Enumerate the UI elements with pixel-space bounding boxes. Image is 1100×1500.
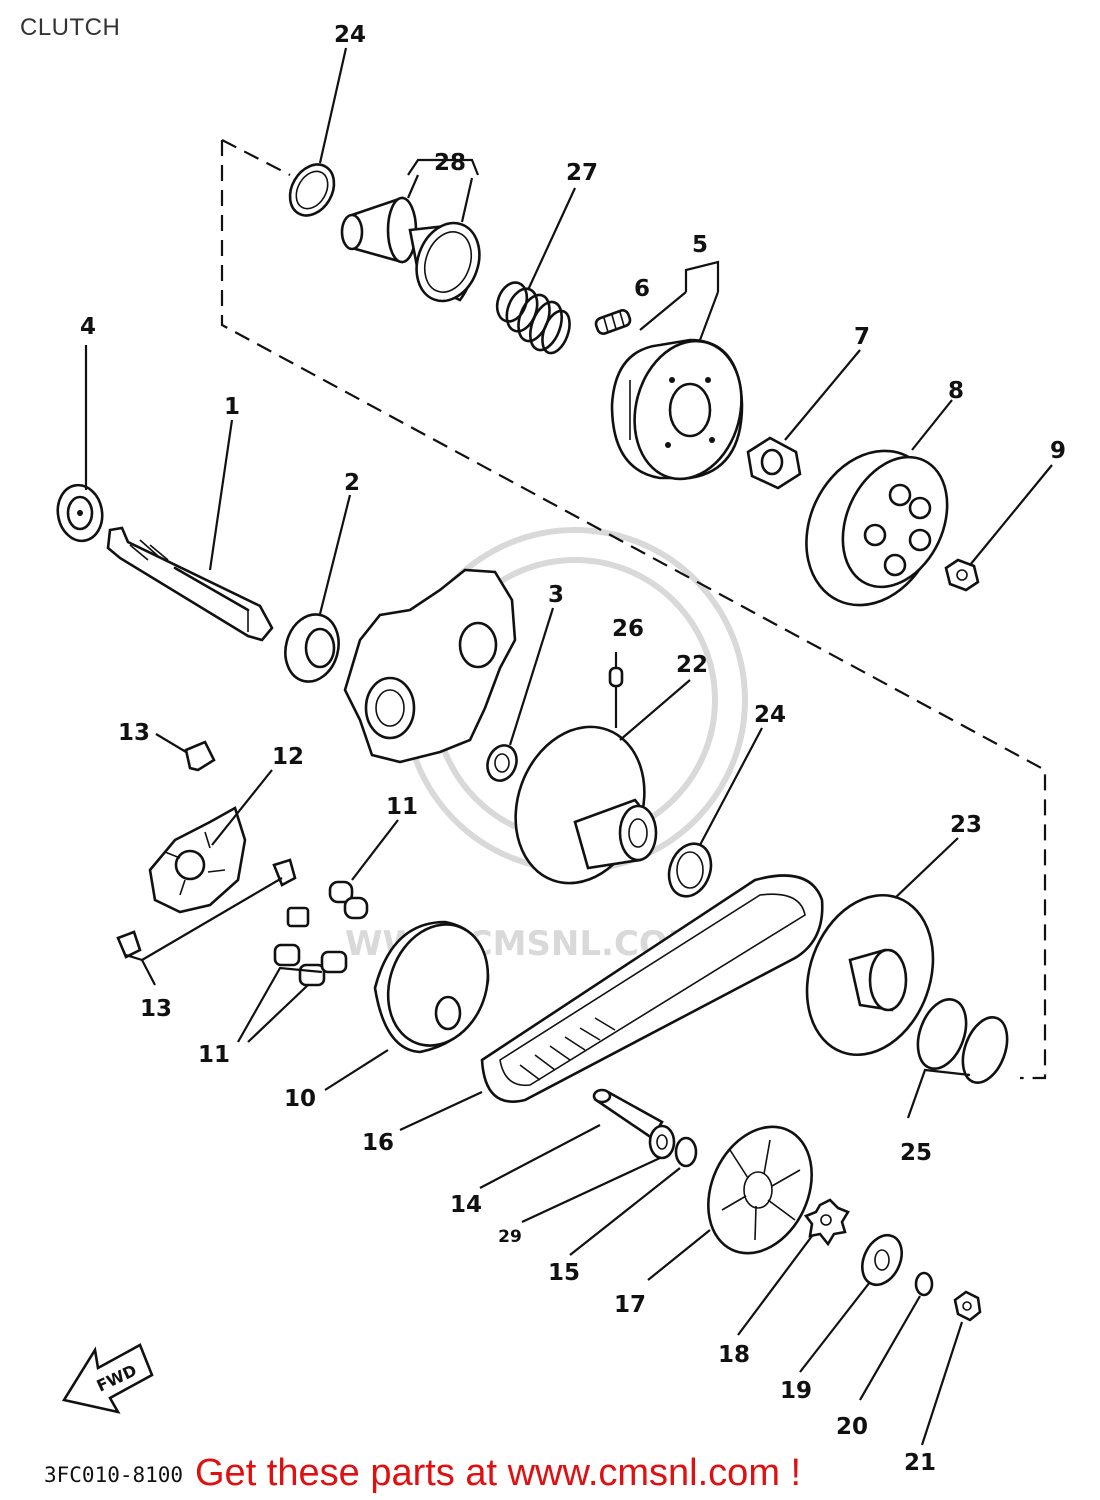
part-21-nut[interactable] bbox=[953, 1290, 982, 1322]
label-part-26[interactable]: 26 bbox=[612, 616, 644, 642]
label-part-23[interactable]: 23 bbox=[950, 812, 982, 838]
label-part-3[interactable]: 3 bbox=[548, 582, 564, 608]
part-20-washer[interactable] bbox=[914, 1271, 934, 1297]
part-11-rollers-upper[interactable] bbox=[286, 880, 369, 928]
label-part-9[interactable]: 9 bbox=[1050, 438, 1066, 464]
part-27-spring[interactable] bbox=[492, 278, 575, 356]
label-part-24-top[interactable]: 24 bbox=[334, 22, 366, 48]
label-part-18[interactable]: 18 bbox=[718, 1342, 750, 1368]
part-6-small-spring[interactable] bbox=[594, 309, 632, 336]
part-24-ring-top[interactable] bbox=[281, 157, 343, 224]
label-part-2[interactable]: 2 bbox=[344, 470, 360, 496]
part-16-v-belt[interactable] bbox=[480, 874, 824, 1103]
diagram-code: 3FC010-8100 bbox=[44, 1463, 184, 1487]
label-part-5[interactable]: 5 bbox=[692, 232, 708, 258]
part-2-bearing[interactable] bbox=[278, 608, 346, 687]
part-28-collars[interactable] bbox=[340, 196, 490, 310]
part-24-ring-lower[interactable] bbox=[662, 838, 718, 902]
label-part-16[interactable]: 16 bbox=[362, 1130, 394, 1156]
label-part-25[interactable]: 25 bbox=[900, 1140, 932, 1166]
transmission-case[interactable] bbox=[343, 568, 517, 764]
part-8-clutch-housing[interactable] bbox=[782, 429, 967, 626]
part-26-pin[interactable] bbox=[608, 666, 624, 688]
label-part-20[interactable]: 20 bbox=[836, 1414, 868, 1440]
part-12-cam-plate[interactable] bbox=[148, 806, 247, 914]
part-13-clip-top[interactable] bbox=[184, 740, 216, 772]
label-part-22[interactable]: 22 bbox=[676, 652, 708, 678]
part-11-rollers-lower[interactable] bbox=[273, 943, 348, 987]
label-part-12[interactable]: 12 bbox=[272, 744, 304, 770]
label-part-11-upper[interactable]: 11 bbox=[386, 794, 418, 820]
part-19-gear[interactable] bbox=[855, 1229, 910, 1291]
part-22-secondary-sheave[interactable] bbox=[494, 709, 665, 902]
part-1-shaft[interactable] bbox=[106, 526, 274, 642]
label-part-1[interactable]: 1 bbox=[224, 394, 240, 420]
label-part-6[interactable]: 6 bbox=[634, 276, 650, 302]
label-part-15[interactable]: 15 bbox=[548, 1260, 580, 1286]
label-part-7[interactable]: 7 bbox=[854, 324, 870, 350]
label-part-28[interactable]: 28 bbox=[434, 150, 466, 176]
label-part-13-lower[interactable]: 13 bbox=[140, 996, 172, 1022]
label-part-21[interactable]: 21 bbox=[904, 1450, 936, 1476]
part-9-nut[interactable] bbox=[944, 558, 980, 592]
part-13-clip-left[interactable] bbox=[116, 930, 142, 959]
label-part-24-lower[interactable]: 24 bbox=[754, 702, 786, 728]
part-7-nut[interactable] bbox=[746, 436, 802, 490]
part-23-secondary-fixed-sheave[interactable] bbox=[786, 877, 955, 1072]
label-part-17[interactable]: 17 bbox=[614, 1292, 646, 1318]
leader-lines bbox=[84, 47, 1053, 1446]
label-part-29[interactable]: 29 bbox=[498, 1227, 522, 1247]
label-part-4[interactable]: 4 bbox=[80, 314, 96, 340]
part-29-washer[interactable] bbox=[648, 1124, 676, 1160]
part-5-clutch-carrier[interactable] bbox=[610, 329, 756, 491]
label-part-13-top[interactable]: 13 bbox=[118, 720, 150, 746]
part-15-ring[interactable] bbox=[674, 1136, 698, 1168]
part-18-starwheel[interactable] bbox=[803, 1198, 850, 1247]
fwd-arrow-icon: FWD bbox=[61, 1343, 154, 1414]
part-3-washer[interactable] bbox=[483, 741, 522, 784]
label-part-10[interactable]: 10 bbox=[284, 1086, 316, 1112]
page-title: CLUTCH bbox=[20, 14, 121, 41]
part-14-collar[interactable] bbox=[592, 1088, 664, 1140]
part-25-o-rings[interactable] bbox=[909, 993, 1015, 1089]
part-labels: 24 28 27 5 6 7 8 9 4 1 2 3 26 22 24 13 1… bbox=[80, 22, 1066, 1476]
label-part-8[interactable]: 8 bbox=[948, 378, 964, 404]
part-17-fan[interactable] bbox=[689, 1110, 832, 1270]
assembly-outline bbox=[220, 140, 1047, 1080]
part-10-primary-sheave[interactable] bbox=[372, 910, 505, 1059]
promo-link[interactable]: Get these parts at www.cmsnl.com ! bbox=[195, 1452, 802, 1494]
label-part-14[interactable]: 14 bbox=[450, 1192, 482, 1218]
label-part-11-lower[interactable]: 11 bbox=[198, 1042, 230, 1068]
label-part-19[interactable]: 19 bbox=[780, 1378, 812, 1404]
label-part-27[interactable]: 27 bbox=[566, 160, 598, 186]
part-4-bearing[interactable] bbox=[53, 482, 106, 545]
